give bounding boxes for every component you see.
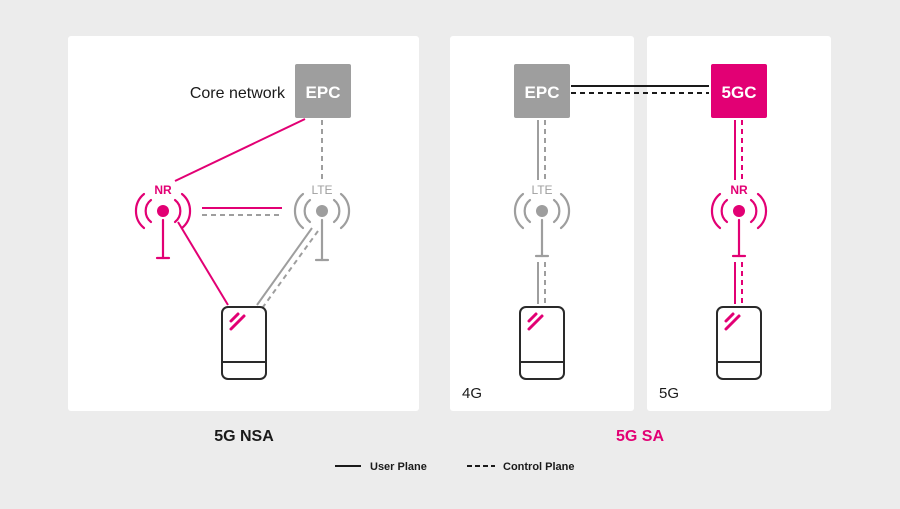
nsa-smartphone-icon — [220, 305, 268, 381]
legend-control-plane-label: Control Plane — [503, 461, 575, 473]
nsa-links — [174, 118, 323, 308]
sa-5g-smartphone-icon — [715, 305, 763, 381]
sa-4g-links — [537, 120, 546, 304]
legend-user-plane-label: User Plane — [370, 461, 427, 473]
nsa-epc-label: EPC — [306, 83, 341, 102]
nsa-nr-antenna-icon — [134, 192, 192, 260]
epc-5gc-links — [571, 85, 709, 94]
legend: User Plane Control Plane — [335, 461, 575, 473]
sa-5gc-label: 5GC — [722, 83, 757, 102]
sa-caption: 5G SA — [616, 428, 664, 445]
sa-epc-label: EPC — [525, 83, 560, 102]
sa-4g-smartphone-icon — [518, 305, 566, 381]
sa-5gc-box — [711, 64, 767, 118]
nsa-lte-label: LTE — [311, 183, 332, 197]
nsa-epc-box — [295, 64, 351, 118]
sa-lte-antenna-icon — [513, 192, 571, 258]
sa-epc-box — [514, 64, 570, 118]
sa-5g-tag: 5G — [659, 385, 679, 402]
nsa-panel — [68, 36, 419, 411]
core-network-label: Core network — [190, 85, 286, 102]
sa-nr-antenna-icon — [710, 192, 768, 258]
sa-nr-label: NR — [730, 183, 748, 197]
sa-5g-links — [734, 120, 743, 304]
nsa-lte-antenna-icon — [293, 192, 351, 262]
sa-4g-tag: 4G — [462, 385, 482, 402]
nsa-caption: 5G NSA — [214, 428, 274, 445]
sa-lte-label: LTE — [531, 183, 552, 197]
nsa-nr-label: NR — [154, 183, 172, 197]
